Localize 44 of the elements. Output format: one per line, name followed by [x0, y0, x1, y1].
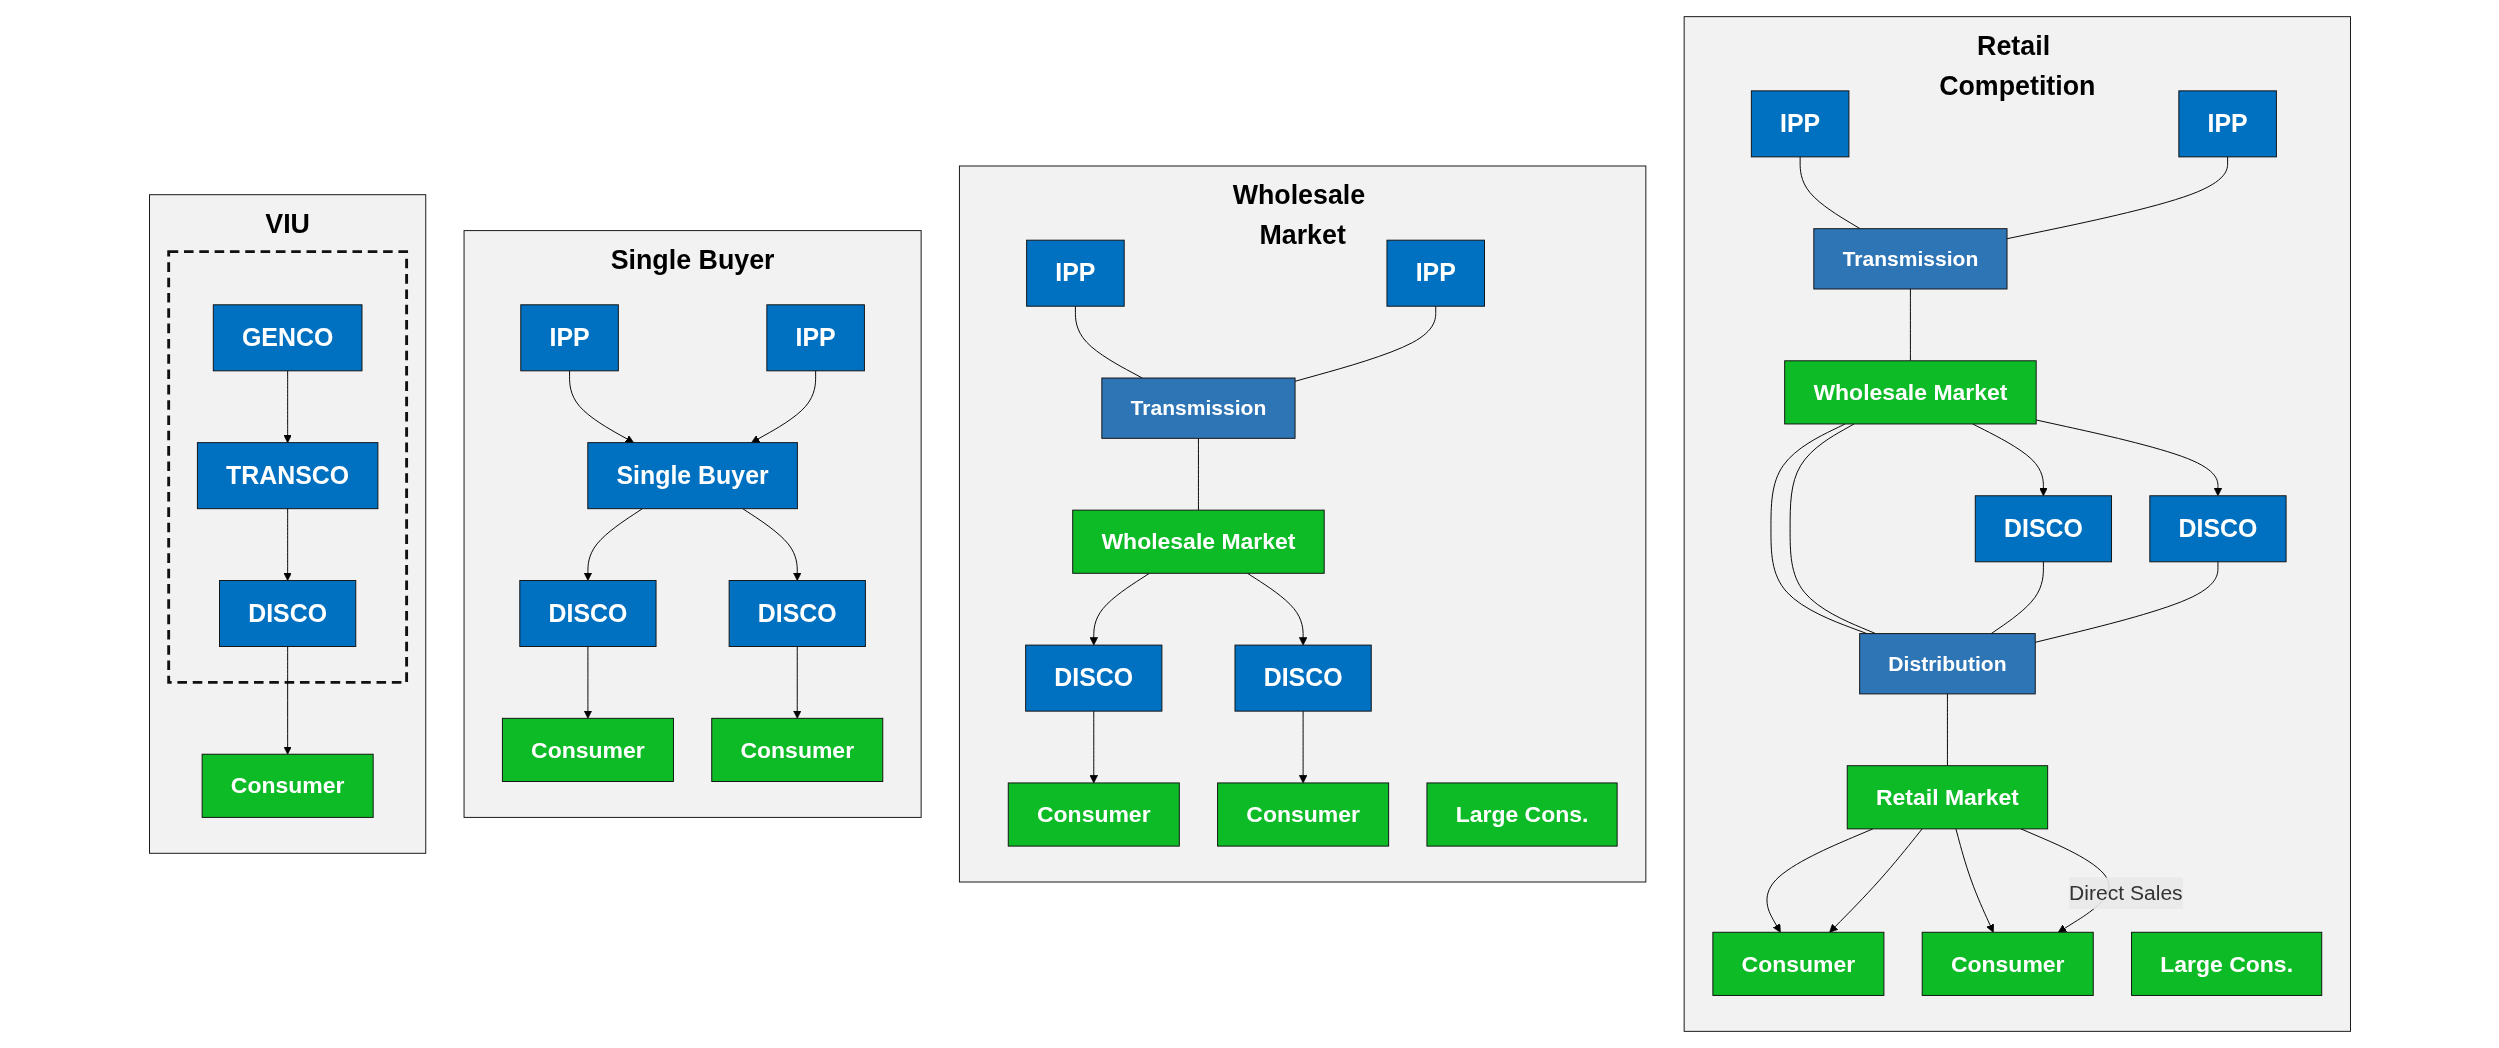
cluster [166, 250, 408, 684]
node-box: Consumer [1921, 931, 2094, 996]
node-box: Wholesale Market [1783, 360, 2037, 425]
node-box: GENCO [212, 304, 362, 372]
node-box: DISCO [518, 580, 657, 647]
node-box: DISCO [728, 580, 866, 647]
connector [1909, 288, 1911, 362]
node-box: Consumer [201, 753, 374, 818]
node-box: DISCO [2148, 495, 2287, 563]
node-box: Retail Market [1846, 765, 2048, 830]
node-box: IPP [519, 304, 619, 372]
node-box: DISCO [218, 580, 356, 647]
node-box: DISCO [1234, 644, 1372, 712]
node-box: Consumer [501, 717, 674, 782]
node-box: Consumer [1711, 931, 1884, 996]
node-box: Transmission [1100, 377, 1296, 439]
node-box: Transmission [1812, 228, 2007, 290]
connector [1789, 423, 1876, 635]
node-box: Large Cons. [2130, 931, 2322, 996]
node-box: IPP [765, 304, 865, 372]
node-box: IPP [1386, 239, 1485, 307]
node-box: TRANSCO [196, 442, 378, 510]
node-box: DISCO [1024, 644, 1162, 712]
connector [1946, 693, 1948, 767]
node-box: IPP [1025, 239, 1125, 307]
node-box: Consumer [1007, 782, 1180, 847]
connector [2034, 561, 2218, 643]
connector [2006, 156, 2228, 240]
connector [1799, 156, 1861, 230]
connector [1770, 423, 1867, 635]
connector [1990, 561, 2044, 635]
connector [1294, 305, 1436, 382]
node-box: Wholesale Market [1071, 509, 1325, 574]
node-box: DISCO [1974, 495, 2112, 563]
connector [1074, 305, 1143, 379]
node-box: Distribution [1858, 633, 2036, 695]
node-box: Single Buyer [586, 442, 798, 510]
node-box: IPP [2177, 90, 2277, 158]
node-box: IPP [1750, 90, 1849, 158]
node-box: Consumer [1216, 782, 1389, 847]
edge-label: Direct Sales [2068, 881, 2183, 906]
connector [1197, 437, 1199, 511]
node-box: Large Cons. [1425, 782, 1618, 847]
node-box: Consumer [710, 717, 883, 782]
